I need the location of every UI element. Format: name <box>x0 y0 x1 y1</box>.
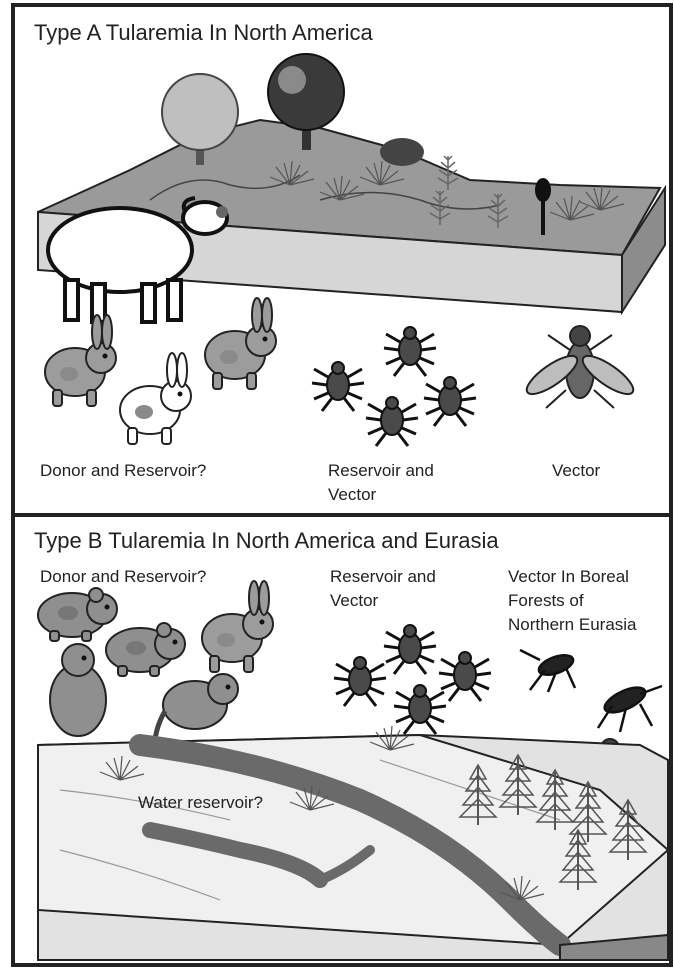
panel-b-vector-label-line2: Forests of <box>508 590 584 612</box>
panel-a-fly <box>522 326 639 408</box>
panel-b-vector-label-line3: Northern Eurasia <box>508 614 637 636</box>
panel-b-mosquitoes <box>520 650 662 732</box>
panel-b-landscape <box>38 726 668 960</box>
shrub <box>380 138 424 166</box>
panel-b-reservoir-label-line2: Vector <box>330 590 378 612</box>
panel-a-landscape <box>38 54 665 322</box>
panel-b-title: Type B Tularemia In North America and Eu… <box>34 528 499 554</box>
water-reservoir-label: Water reservoir? <box>138 792 263 814</box>
panel-a-donor-label: Donor and Reservoir? <box>40 460 206 482</box>
panel-b-reservoir-label-line1: Reservoir and <box>330 566 436 588</box>
panel-a-title: Type A Tularemia In North America <box>34 20 373 46</box>
plant-dark <box>535 178 551 202</box>
panel-a-ticks <box>312 327 476 446</box>
panel-a-vector-label: Vector <box>552 460 600 482</box>
panel-b-donor-label: Donor and Reservoir? <box>40 566 206 588</box>
panel-a-reservoir-label-line1: Reservoir and <box>328 460 434 482</box>
panel-b-vector-label-line1: Vector In Boreal <box>508 566 629 588</box>
panel-b-ticks <box>334 625 491 734</box>
panel-a-reservoir-label-line2: Vector <box>328 484 376 506</box>
